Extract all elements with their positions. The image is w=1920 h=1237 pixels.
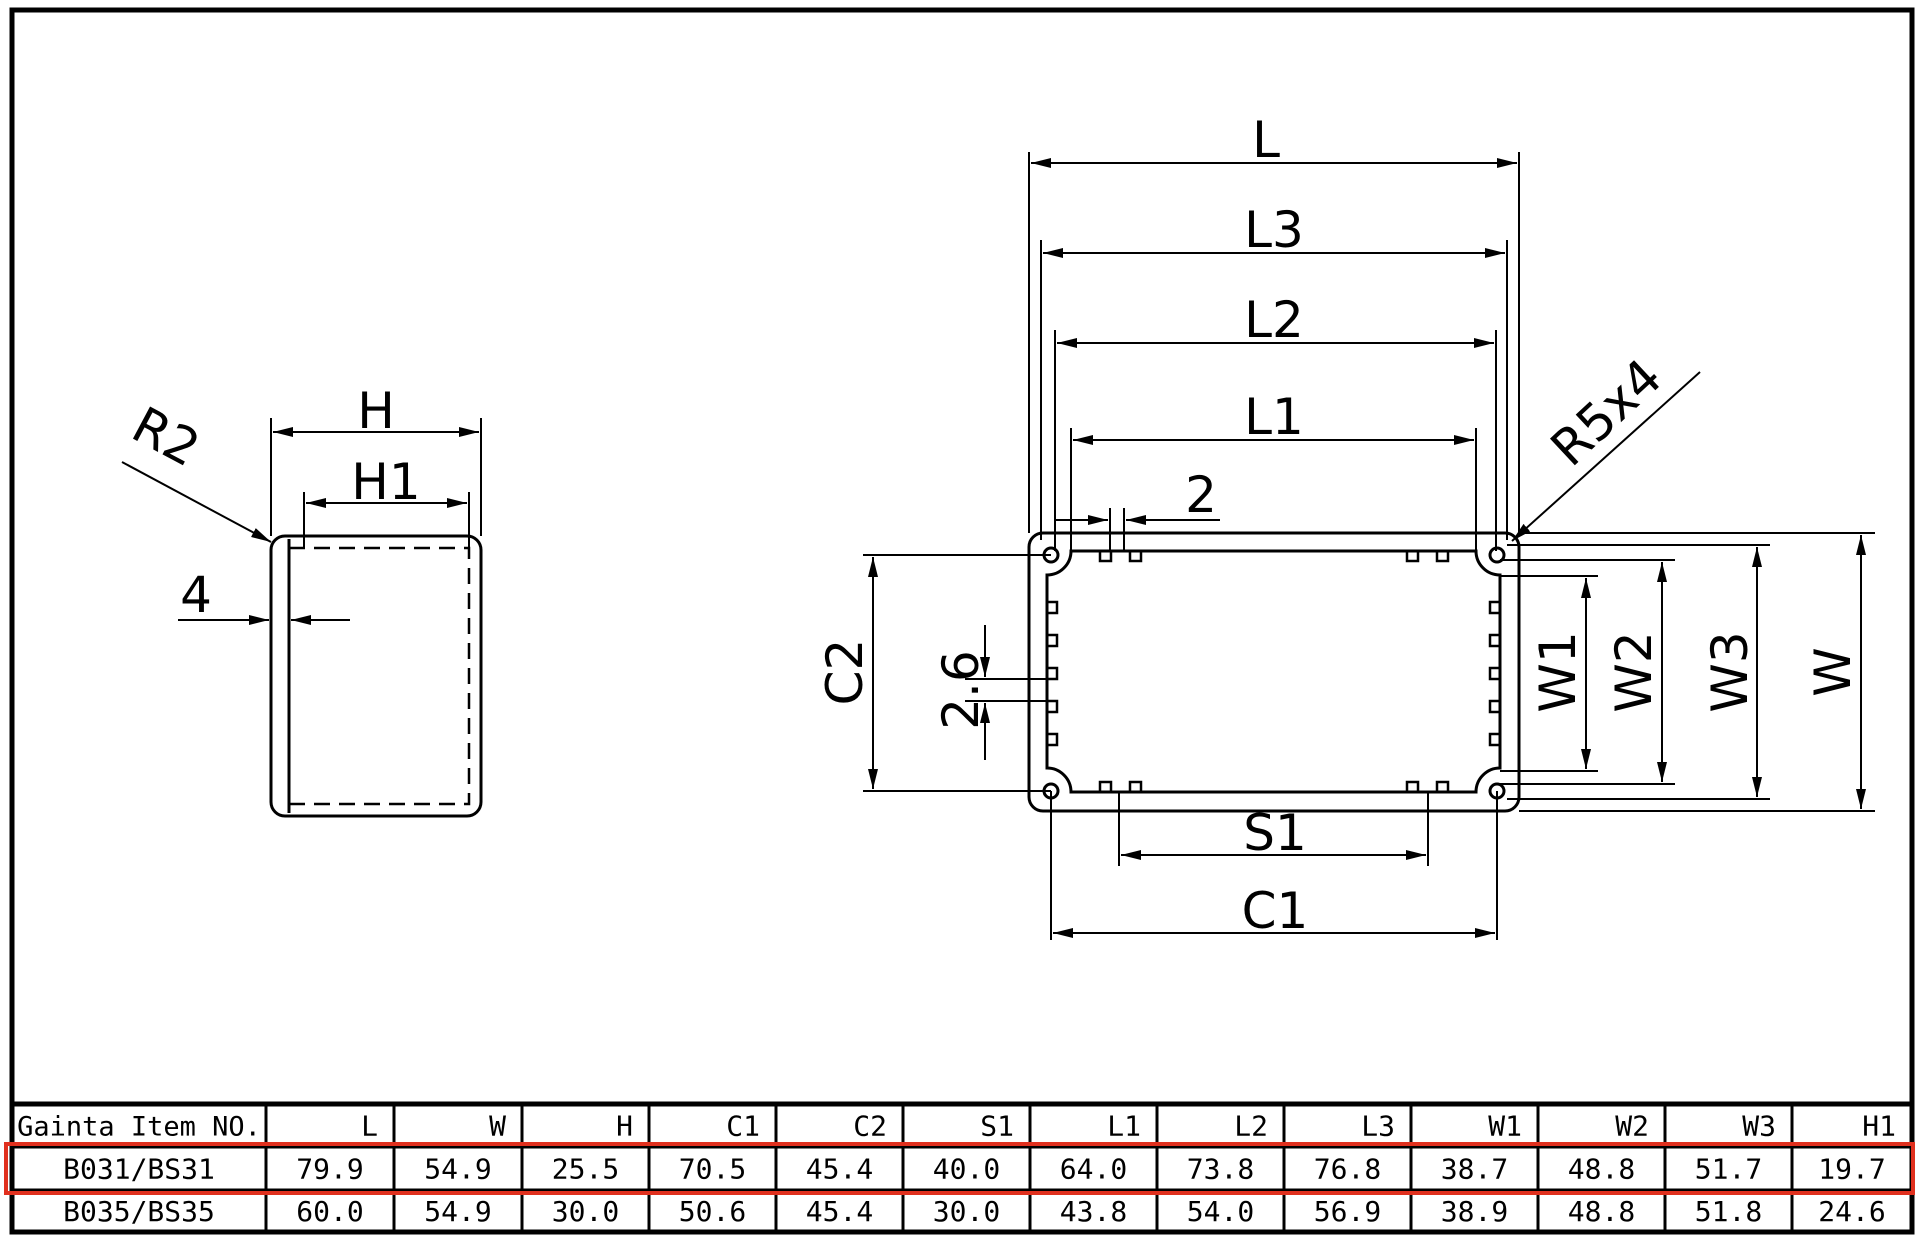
label-wall-4: 4 — [180, 566, 212, 624]
table-header-cell: W — [489, 1110, 506, 1143]
table-cell: 30.0 — [552, 1195, 619, 1228]
table-cell: 73.8 — [1187, 1153, 1254, 1186]
label-L1: L1 — [1244, 388, 1304, 446]
table-cell: 24.6 — [1818, 1195, 1885, 1228]
top-view — [863, 152, 1875, 940]
table-cell: 51.7 — [1695, 1153, 1762, 1186]
table-cell: 50.6 — [679, 1195, 746, 1228]
table-cell: B031/BS31 — [63, 1153, 215, 1186]
table-header-cell: W1 — [1488, 1110, 1522, 1143]
highlighted-row-outline — [4, 1142, 1915, 1195]
table-header-cell: W3 — [1742, 1110, 1776, 1143]
label-C2: C2 — [816, 639, 874, 706]
table-cell: 38.9 — [1441, 1195, 1508, 1228]
label-2: 2 — [1185, 466, 1217, 524]
table-header-cell: L1 — [1107, 1110, 1141, 1143]
label-R5x4: R5x4 — [1540, 348, 1673, 478]
table-cell: 60.0 — [296, 1195, 363, 1228]
label-L3: L3 — [1244, 201, 1304, 259]
table-cell: 54.0 — [1187, 1195, 1254, 1228]
spec-table: Gainta Item NO. L W H C1 C2 S1 L1 L2 L3 W1 W2 W3 H1B0… — [4, 1101, 1915, 1235]
label-H1: H1 — [351, 453, 420, 511]
table-cell: 56.9 — [1314, 1195, 1381, 1228]
table-header-cell: W2 — [1615, 1110, 1649, 1143]
table-cell: 79.9 — [296, 1153, 363, 1186]
table-cell: 54.9 — [424, 1195, 491, 1228]
table-cell: 64.0 — [1060, 1153, 1127, 1186]
table-cell: 43.8 — [1060, 1195, 1127, 1228]
table-cell: 25.5 — [552, 1153, 619, 1186]
table-cell: 40.0 — [933, 1153, 1000, 1186]
label-L: L — [1252, 111, 1280, 169]
table-header-cell: L3 — [1361, 1110, 1395, 1143]
label-W2: W2 — [1605, 631, 1663, 712]
label-H: H — [357, 382, 395, 440]
table-cell: 45.4 — [806, 1195, 873, 1228]
table-header-cell: Gainta Item NO. — [17, 1112, 261, 1143]
table-cell: 30.0 — [933, 1195, 1000, 1228]
table-header-cell: L — [361, 1110, 378, 1143]
enclosure-outline — [1027, 531, 1521, 813]
label-L2: L2 — [1244, 291, 1304, 349]
label-S1: S1 — [1243, 804, 1307, 862]
table-cell: 54.9 — [424, 1153, 491, 1186]
leader-R2 — [121, 461, 272, 543]
table-cell: 70.5 — [679, 1153, 746, 1186]
table-header-cell: H — [616, 1110, 633, 1143]
leader-R5x4 — [1511, 371, 1701, 542]
table-cell: 76.8 — [1314, 1153, 1381, 1186]
label-R2: R2 — [123, 396, 209, 478]
label-W3: W3 — [1701, 631, 1759, 712]
table-cell: 38.7 — [1441, 1153, 1508, 1186]
table-header-cell: L2 — [1234, 1110, 1268, 1143]
side-view — [121, 418, 483, 818]
enclosure-inner-outline — [1045, 549, 1502, 794]
table-cell: 19.7 — [1818, 1153, 1885, 1186]
table-header-cell: H1 — [1862, 1110, 1896, 1143]
label-W: W — [1804, 647, 1862, 696]
table-cell: 48.8 — [1568, 1153, 1635, 1186]
label-C1: C1 — [1242, 882, 1309, 940]
label-W1: W1 — [1529, 631, 1587, 712]
table-header-cell: C1 — [726, 1110, 760, 1143]
side-view-body — [269, 534, 483, 818]
table-cell: 45.4 — [806, 1153, 873, 1186]
table-cell: 48.8 — [1568, 1195, 1635, 1228]
side-view-hidden-cavity — [287, 546, 471, 806]
table-header-cell: C2 — [853, 1110, 887, 1143]
table-header-cell: S1 — [980, 1110, 1014, 1143]
table-cell: 51.8 — [1695, 1195, 1762, 1228]
label-slot: 2.6 — [932, 650, 990, 730]
table-cell: B035/BS35 — [63, 1195, 215, 1228]
